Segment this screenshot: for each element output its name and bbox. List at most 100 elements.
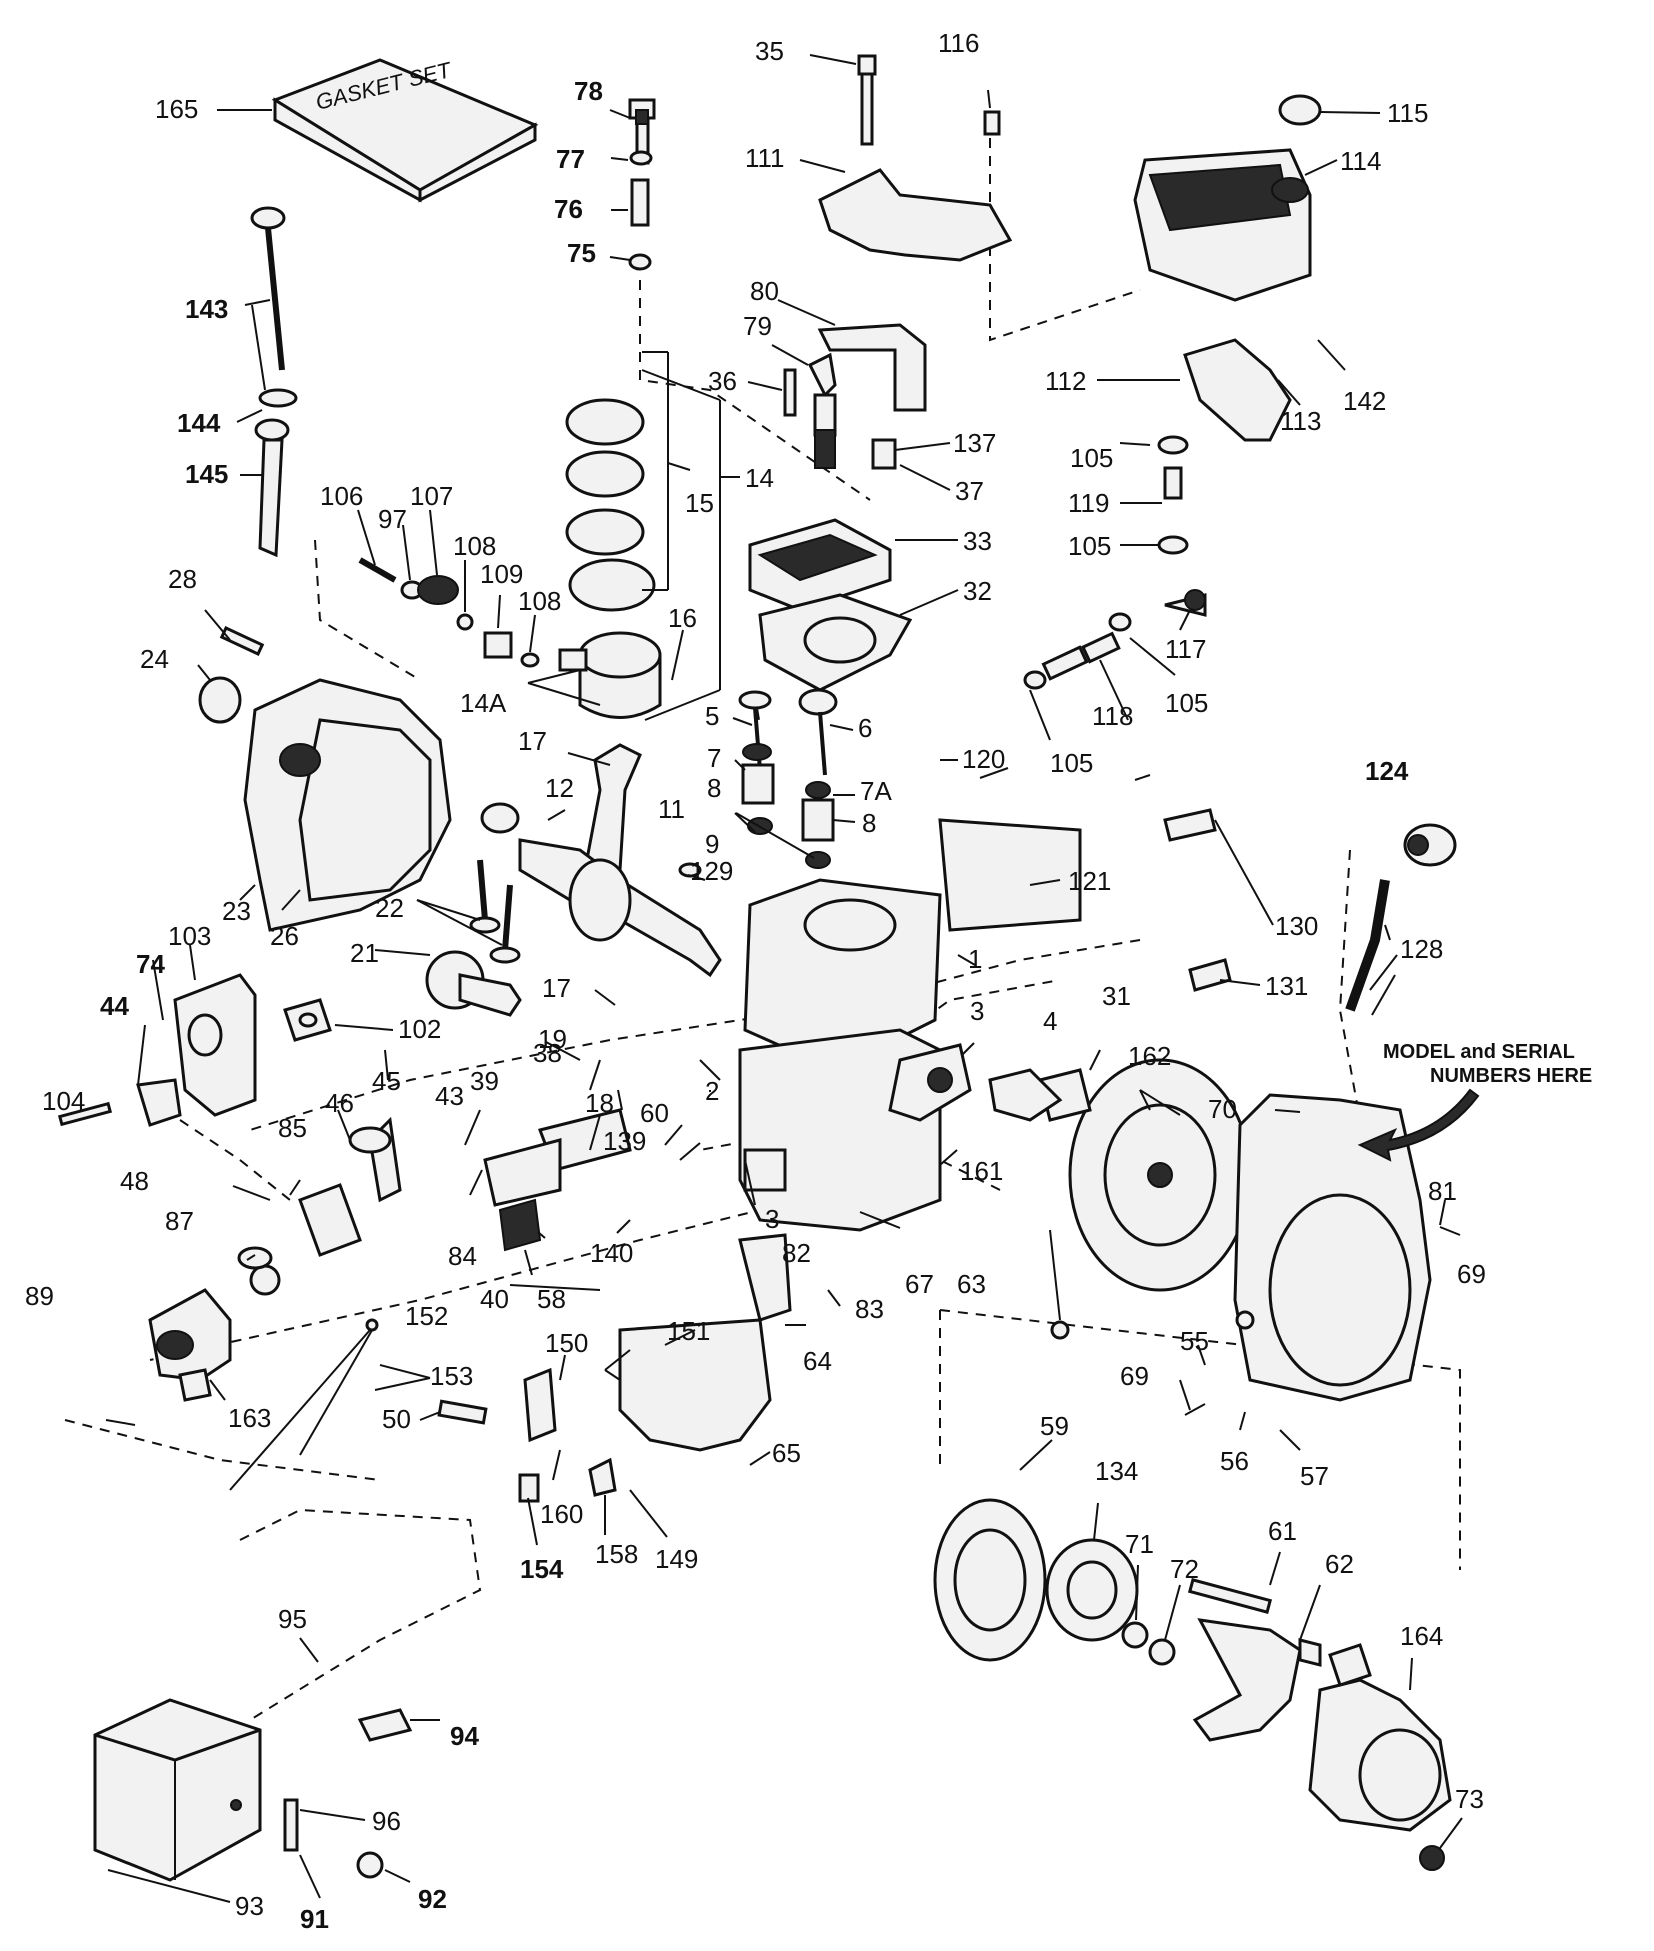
callout-104: 104: [42, 1086, 85, 1116]
callout-108a: 108: [453, 531, 496, 561]
callout-91: 91: [300, 1904, 329, 1934]
callout-128: 128: [1400, 934, 1443, 964]
cylinder-head: [748, 518, 913, 692]
callout-73: 73: [1455, 1784, 1484, 1814]
callout-152: 152: [405, 1301, 448, 1331]
callout-140: 140: [590, 1238, 633, 1268]
flywheel: [988, 1058, 1252, 1340]
callout-65: 65: [772, 1438, 801, 1468]
callout-75: 75: [567, 238, 596, 268]
callout-26: 26: [270, 921, 299, 951]
callout-124: 124: [1365, 756, 1409, 786]
callout-115: 115: [1387, 98, 1428, 128]
callout-72: 72: [1170, 1554, 1199, 1584]
callout-23: 23: [222, 896, 251, 926]
fuel-line-fittings: [1023, 435, 1207, 690]
callout-22: 22: [375, 893, 404, 923]
callout-107: 107: [410, 481, 453, 511]
callout-105b: 105: [1068, 531, 1111, 561]
callout-85: 85: [278, 1113, 307, 1143]
callout-71: 71: [1125, 1529, 1154, 1559]
callout-12: 12: [545, 773, 574, 803]
callout-108b: 108: [518, 586, 561, 616]
callout-6: 6: [858, 713, 872, 743]
callout-139: 139: [603, 1126, 646, 1156]
callout-56: 56: [1220, 1446, 1249, 1476]
model-serial-note-line1: MODEL and SERIAL: [1383, 1041, 1575, 1063]
callout-35: 35: [755, 36, 784, 66]
callout-84: 84: [448, 1241, 477, 1271]
callout-78: 78: [574, 76, 603, 106]
oil-pump-parts: [358, 557, 540, 668]
callout-144: 144: [177, 408, 221, 438]
carburetor: [148, 1246, 281, 1402]
callout-79: 79: [743, 311, 772, 341]
callout-74: 74: [136, 949, 165, 979]
crankcase-cover: [198, 626, 452, 932]
callout-120: 120: [962, 744, 1005, 774]
callout-63: 63: [957, 1269, 986, 1299]
callout-70: 70: [1208, 1094, 1237, 1124]
callout-5: 5: [705, 701, 719, 731]
callout-8b: 8: [862, 808, 876, 838]
callout-92: 92: [418, 1884, 447, 1914]
callout-32: 32: [963, 576, 992, 606]
callout-3a: 3: [970, 996, 984, 1026]
callout-17a: 17: [518, 726, 547, 756]
callout-14a: 14A: [460, 688, 507, 718]
blower-base: [618, 1233, 792, 1452]
callout-67: 67: [905, 1269, 934, 1299]
callout-17b: 17: [542, 973, 571, 1003]
callout-113: 113: [1280, 406, 1321, 436]
callout-142: 142: [1343, 386, 1386, 416]
callout-112: 112: [1045, 366, 1086, 396]
callout-76: 76: [554, 194, 583, 224]
callout-116: 116: [938, 28, 979, 58]
piston-rings: [565, 398, 656, 612]
recoil-starter: [1308, 1643, 1452, 1871]
head-bolts-top: [628, 54, 1001, 271]
callout-31: 31: [1102, 981, 1131, 1011]
callout-60: 60: [640, 1098, 669, 1128]
muffler-and-intake: [57, 973, 332, 1127]
gasket-set-box: GASKET SET: [271, 57, 539, 203]
callout-117: 117: [1165, 634, 1206, 664]
callout-96: 96: [372, 1806, 401, 1836]
callout-40: 40: [480, 1284, 509, 1314]
mounting-plate: [818, 168, 1013, 262]
callout-9: 9: [705, 829, 719, 859]
callout-7: 7: [707, 743, 721, 773]
part-shapes: GASKET SET: [57, 54, 1480, 1882]
breather-parts: [298, 1108, 632, 1257]
callout-154: 154: [520, 1554, 564, 1584]
callout-81: 81: [1428, 1176, 1457, 1206]
callout-121: 121: [1068, 866, 1111, 896]
callout-77: 77: [556, 144, 585, 174]
dipstick-assembly: [250, 206, 298, 558]
callout-59: 59: [1040, 1411, 1069, 1441]
control-box: [93, 1698, 413, 1882]
model-serial-note-line2: NUMBERS HERE: [1430, 1065, 1592, 1087]
callout-131: 131: [1265, 971, 1308, 1001]
callout-7a: 7A: [860, 776, 892, 806]
callout-50: 50: [382, 1404, 411, 1434]
callout-11: 11: [658, 794, 685, 824]
callout-103: 103: [168, 921, 211, 951]
callout-2: 2: [705, 1076, 719, 1106]
tappets: [469, 859, 521, 964]
callout-24: 24: [140, 644, 169, 674]
callout-18: 18: [585, 1088, 614, 1118]
starter-cup: [1045, 1538, 1176, 1666]
callout-105a: 105: [1070, 443, 1113, 473]
callout-151: 151: [667, 1316, 710, 1346]
callout-43: 43: [435, 1081, 464, 1111]
callout-149: 149: [655, 1544, 698, 1574]
callout-109: 109: [480, 559, 523, 589]
camshaft: [425, 950, 522, 1017]
callout-143: 143: [185, 294, 228, 324]
callout-93: 93: [235, 1891, 264, 1921]
spark-plug-assembly: [783, 323, 927, 470]
callout-69b: 69: [1120, 1361, 1149, 1391]
callout-labels: 165 78 77 76 75 35 116 111 115 114 143 1…: [25, 28, 1486, 1934]
